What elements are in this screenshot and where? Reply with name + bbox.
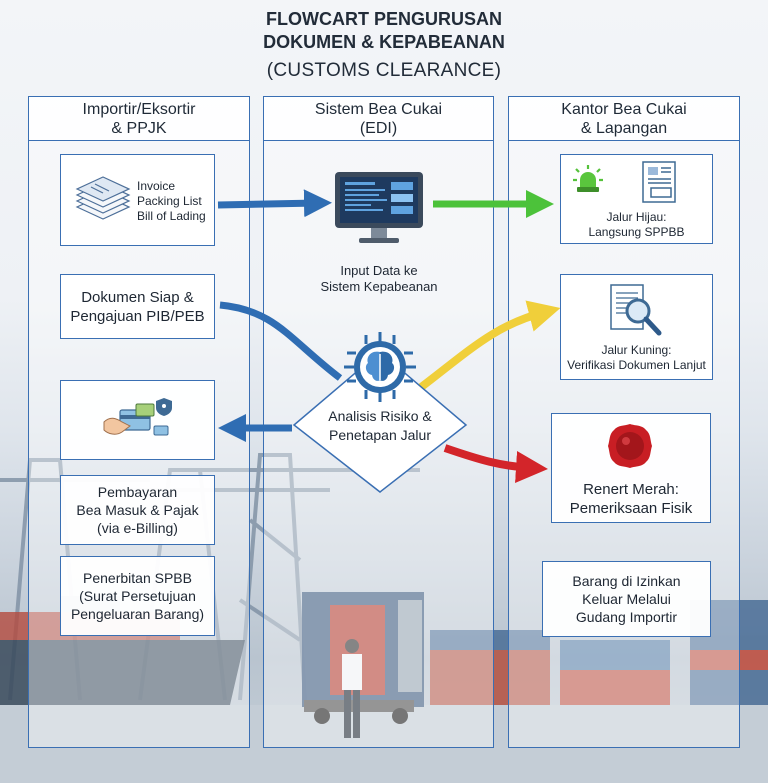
document-label: Bill of Lading [137,209,206,223]
red-lane-label: Renert Merah: Pemeriksaan Fisik [552,480,710,518]
document-label: Invoice [137,179,176,193]
payment-box: Pembayaran Bea Masuk & Pajak (via e-Bill… [60,475,215,545]
title-line-1: FLOWCART PENGURUSAN [266,9,502,29]
column-header-kantor: Kantor Bea Cukai & Lapangan [509,97,739,141]
input-label-line: Sistem Kepabeanan [320,279,438,294]
column-header-line: Kantor Bea Cukai [561,101,687,118]
payment-icon-box [60,380,215,460]
payment-card-icon [103,398,172,436]
green-lane-line: Langsung SPPBB [588,225,685,239]
documents-list: Invoice Packing List Bill of Lading [137,179,206,224]
payment-label: Bea Masuk & Pajak [76,502,199,518]
exit-label: Gudang Importir [575,609,678,625]
risk-label-line: Analisis Risiko & [328,408,432,424]
risk-analysis-label: Analisis Risiko & Penetapan Jalur [300,407,460,445]
sppb-label: (Surat Persetujuan [79,588,196,604]
input-data-label: Input Data ke Sistem Kepabeanan [300,263,458,295]
column-header-line: & Lapangan [580,120,668,137]
magnifier-document-icon [610,284,662,336]
column-header-line: Sistem Bea Cukai [314,101,443,118]
green-lane-line: Jalur Hijau: [606,210,667,224]
column-header-sistem: Sistem Bea Cukai (EDI) [264,97,493,141]
documents-box: Invoice Packing List Bill of Lading [60,154,215,246]
yellow-lane-box: Jalur Kuning: Verifikasi Dokumen Lanjut [560,274,713,380]
payment-label: Pembayaran [97,484,178,500]
document-stack-icon [75,176,131,220]
column-header-line: Importir/Eksortir [82,101,196,118]
diagram-title: FLOWCART PENGURUSAN DOKUMEN & KEPABEANAN… [0,8,768,82]
red-lane-box: Renert Merah: Pemeriksaan Fisik [551,413,711,523]
yellow-lane-line: Verifikasi Dokumen Lanjut [567,358,706,372]
pib-label: Dokumen Siap & [81,288,194,306]
title-line-2: DOKUMEN & KEPABEANAN [263,32,505,52]
green-light-icon [573,165,603,192]
red-seal-icon [608,424,652,468]
sppb-label: Pengeluaran Barang) [70,606,205,622]
exit-label: Barang di Izinkan [572,573,681,589]
sppb-label: Penerbitan SPBB [83,570,192,586]
red-lane-line: Pemeriksaan Fisik [569,500,693,517]
red-lane-line: Renert Merah: [583,481,679,498]
pib-label: Pengajuan PIB/PEB [70,307,205,325]
yellow-lane-label: Jalur Kuning: Verifikasi Dokumen Lanjut [561,343,712,373]
pib-peb-box: Dokumen Siap & Pengajuan PIB/PEB [60,274,215,339]
payment-label: (via e-Billing) [97,520,178,536]
goods-exit-box: Barang di Izinkan Keluar Melalui Gudang … [542,561,711,637]
green-lane-box: VRBD Jalur Hijau: Langsung SPPBB [560,154,713,244]
approved-document-icon [642,161,676,203]
computer-monitor-icon [335,172,423,243]
column-header-importir: Importir/Eksortir & PPJK [29,97,249,141]
yellow-lane-line: Jalur Kuning: [601,343,672,357]
column-header-line: & PPJK [111,120,167,137]
brain-chip-icon [344,332,416,402]
sppb-box: Penerbitan SPBB (Surat Persetujuan Penge… [60,556,215,636]
green-lane-label: Jalur Hijau: Langsung SPPBB [561,210,712,240]
title-line-3: (CUSTOMS CLEARANCE) [266,60,502,81]
risk-label-line: Penetapan Jalur [329,427,431,443]
column-header-line: (EDI) [359,120,398,137]
document-label: Packing List [137,194,202,208]
exit-label: Keluar Melalui [582,591,671,607]
input-label-line: Input Data ke [340,263,418,278]
